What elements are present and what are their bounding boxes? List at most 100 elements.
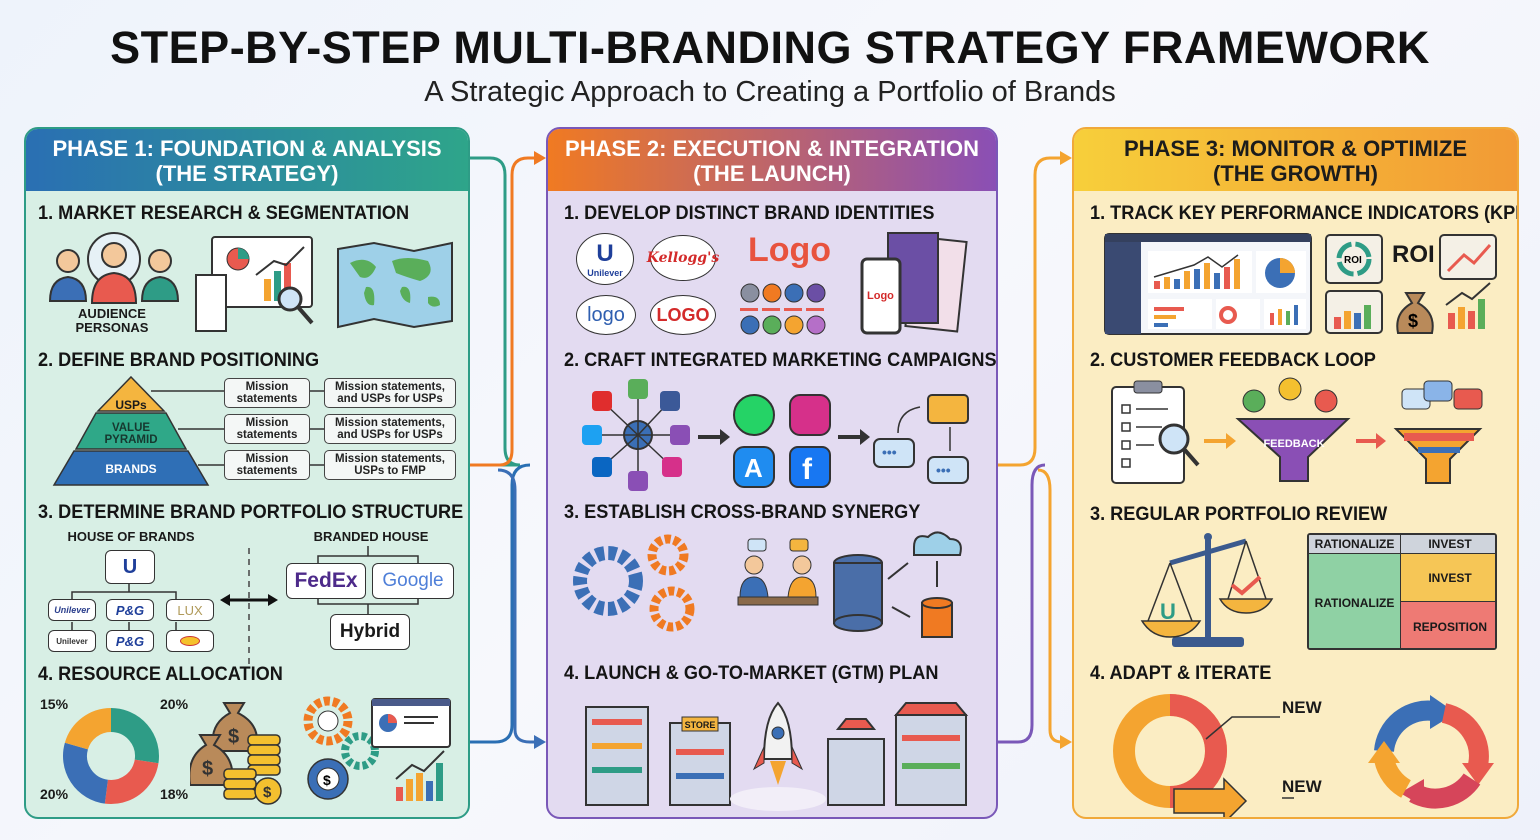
svg-text:A: A (744, 453, 763, 483)
section-adapt-iterate: 4. ADAPT & ITERATE (1090, 662, 1272, 684)
svg-text:$: $ (1408, 311, 1418, 331)
brand-logo-oval (166, 630, 214, 652)
store-sign: STORE (684, 720, 716, 730)
color-palette-icon (740, 283, 826, 335)
phase-1-subtitle: (THE STRATEGY) (155, 161, 339, 186)
brand-logo-unilever-2: Unilever (48, 630, 96, 652)
feedback-loop-icon (1111, 377, 1483, 484)
balance-scale-icon: U (1140, 533, 1274, 647)
svg-text:U: U (1160, 599, 1176, 624)
house-of-brands-label: HOUSE OF BRANDS (67, 529, 195, 544)
svg-text:•••: ••• (882, 444, 897, 460)
section-brand-positioning: 2. DEFINE BRAND POSITIONING (38, 349, 320, 371)
fedex-text: FedEx (294, 569, 358, 592)
matrix-cell-reposition: REPOSITION (1401, 602, 1495, 648)
roi-icons: ROI $ (1325, 234, 1497, 334)
donut-segment-20% (110, 708, 159, 764)
donut-segment-15% (64, 708, 112, 751)
svg-text:f: f (802, 453, 813, 486)
logo-uppercase: LOGO (650, 295, 716, 335)
value-pyramid (52, 375, 324, 486)
section-portfolio-review: 3. REGULAR PORTFOLIO REVIEW (1090, 503, 1388, 525)
section-marketing-campaigns: 2. CRAFT INTEGRATED MARKETING CAMPAIGNS (564, 349, 997, 371)
svg-text:$: $ (323, 772, 331, 788)
brand-logo-pg: P&G (106, 599, 154, 621)
donut-segment-18% (104, 758, 159, 804)
allocation-donut-chart (63, 708, 159, 804)
section-resource-allocation: 4. RESOURCE ALLOCATION (38, 663, 283, 685)
section-portfolio-structure: 3. DETERMINE BRAND PORTFOLIO STRUCTURE (38, 501, 464, 523)
matrix-header-rationalize: RATIONALIZE (1309, 535, 1401, 554)
money-bags-coins-icon: $ $ $ (190, 702, 282, 805)
phone-shopping-bag-icon: Logo (860, 232, 968, 335)
svg-text:•••: ••• (936, 462, 951, 478)
presentation-chart-icon (195, 236, 314, 332)
unilever-text: Unilever (587, 268, 623, 278)
mission-detail-box: Mission statements, and USPs for USPs (324, 414, 456, 444)
world-map-icon (337, 241, 453, 329)
phase-2-subtitle: (THE LAUNCH) (693, 161, 851, 186)
mission-box: Mission statements (224, 450, 310, 480)
brand-logo-lux: LUX (166, 599, 214, 621)
matrix-cell-invest: INVEST (1401, 554, 1495, 602)
svg-text:$: $ (228, 726, 239, 748)
phase-2-panel: PHASE 2: EXECUTION & INTEGRATION (THE LA… (546, 127, 998, 819)
feedback-funnel-label: FEEDBACK (1263, 438, 1325, 450)
phase-3-header: PHASE 3: MONITOR & OPTIMIZE (THE GROWTH) (1074, 129, 1517, 191)
matrix-cell-rationalize: RATIONALIZE (1309, 554, 1401, 648)
section-track-kpis: 1. TRACK KEY PERFORMANCE INDICATORS (KPI… (1090, 202, 1519, 224)
section-brand-identities: 1. DEVELOP DISTINCT BRAND IDENTITIES (564, 202, 935, 224)
adapt-iterate-icon (1113, 694, 1494, 817)
unilever-parent-logo: U (105, 550, 155, 584)
portfolio-review-matrix: RATIONALIZE INVEST RATIONALIZE INVEST RE… (1307, 533, 1497, 650)
mission-detail-box: Mission statements, and USPs for USPs (324, 378, 456, 408)
hybrid-box: Hybrid (330, 614, 410, 650)
brand-logo-pg-2: P&G (106, 630, 154, 652)
logo-text-logo: Logo (748, 231, 832, 269)
svg-text:ROI: ROI (1344, 255, 1362, 266)
gears-dashboard-growth-icon: $ (303, 696, 451, 801)
pyramid-level-brands: BRANDS (105, 462, 157, 476)
audience-personas-label: AUDIENCE PERSONAS (75, 306, 149, 335)
phase-1-title: PHASE 1: FOUNDATION & ANALYSIS (52, 136, 442, 161)
section-gtm-plan: 4. LAUNCH & GO-TO-MARKET (GTM) PLAN (564, 662, 939, 684)
brand-logo-unilever: Unilever (48, 599, 96, 621)
social-media-network-icon: A f ••• ••• (582, 379, 969, 491)
portfolio-tree-lines (71, 546, 419, 668)
brand-logo-google: Google (372, 563, 454, 599)
phase-3-subtitle: (THE GROWTH) (1213, 161, 1378, 186)
donut-segment-20% (63, 742, 109, 804)
branded-house-label: BRANDED HOUSE (313, 529, 429, 544)
section-market-research: 1. MARKET RESEARCH & SEGMENTATION (38, 202, 410, 224)
pyramid-level-value: VALUE PYRAMID (104, 422, 158, 446)
audience-personas-icon (48, 232, 180, 304)
svg-text:Logo: Logo (867, 290, 894, 302)
allocation-label-18: 18% (160, 786, 189, 802)
page-subtitle: A Strategic Approach to Creating a Portf… (424, 76, 1116, 108)
allocation-label-20a: 20% (160, 696, 189, 712)
logo-lowercase: logo (576, 295, 636, 335)
svg-text:$: $ (202, 758, 213, 780)
brand-logo-fedex: FedEx (286, 563, 366, 599)
synergy-icons (573, 531, 962, 638)
phase-3-panel: PHASE 3: MONITOR & OPTIMIZE (THE GROWTH)… (1072, 127, 1519, 819)
svg-text:$: $ (263, 784, 272, 801)
roi-label: ROI (1392, 241, 1435, 268)
allocation-label-15: 15% (40, 696, 69, 712)
logo-kelloggs: Kellogg's (647, 235, 719, 281)
phase-2-header: PHASE 2: EXECUTION & INTEGRATION (THE LA… (548, 129, 996, 191)
section-cross-brand-synergy: 3. ESTABLISH CROSS-BRAND SYNERGY (564, 501, 921, 523)
section-feedback-loop: 2. CUSTOMER FEEDBACK LOOP (1090, 349, 1376, 371)
mission-box: Mission statements (224, 378, 310, 408)
mission-detail-box: Mission statements, USPs to FMP (324, 450, 456, 480)
phase-2-title: PHASE 2: EXECUTION & INTEGRATION (565, 136, 979, 161)
matrix-header-invest: INVEST (1401, 535, 1495, 554)
kpi-dashboard-icon (1104, 233, 1312, 335)
phase-1-header: PHASE 1: FOUNDATION & ANALYSIS (THE STRA… (26, 129, 468, 191)
page-title: STEP-BY-STEP MULTI-BRANDING STRATEGY FRA… (110, 22, 1430, 73)
mission-box: Mission statements (224, 414, 310, 444)
phase-1-panel: PHASE 1: FOUNDATION & ANALYSIS (THE STRA… (24, 127, 470, 819)
phase-3-title: PHASE 3: MONITOR & OPTIMIZE (1123, 136, 1468, 161)
